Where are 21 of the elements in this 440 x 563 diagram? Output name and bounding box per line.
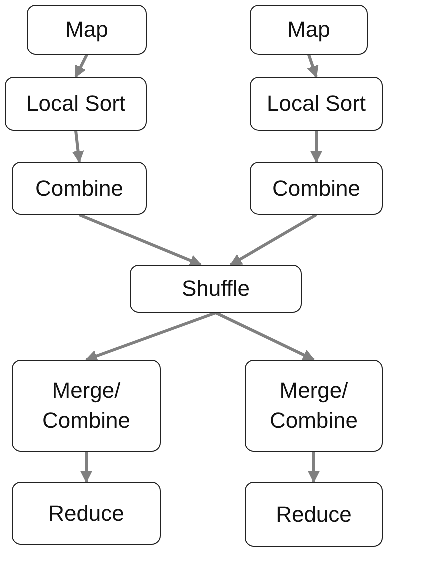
arrow	[308, 452, 320, 484]
process-box: Combine	[12, 162, 147, 215]
process-box: Local Sort	[250, 77, 383, 131]
process-box: Combine	[250, 162, 383, 215]
arrow	[310, 131, 322, 164]
arrow	[230, 214, 318, 266]
arrow	[78, 214, 202, 266]
arrow	[80, 452, 92, 484]
process-box: Merge/ Combine	[245, 360, 383, 452]
process-box: Map	[27, 5, 147, 55]
arrow	[307, 54, 319, 78]
arrow	[85, 312, 217, 362]
arrow	[74, 54, 88, 78]
process-box: Merge/ Combine	[12, 360, 161, 452]
process-box: Reduce	[12, 482, 161, 545]
process-box: Map	[250, 5, 368, 55]
process-box: Reduce	[245, 482, 383, 547]
process-box: Shuffle	[130, 265, 302, 313]
process-box: Local Sort	[5, 77, 147, 131]
arrow	[72, 130, 84, 164]
arrow	[215, 312, 316, 362]
